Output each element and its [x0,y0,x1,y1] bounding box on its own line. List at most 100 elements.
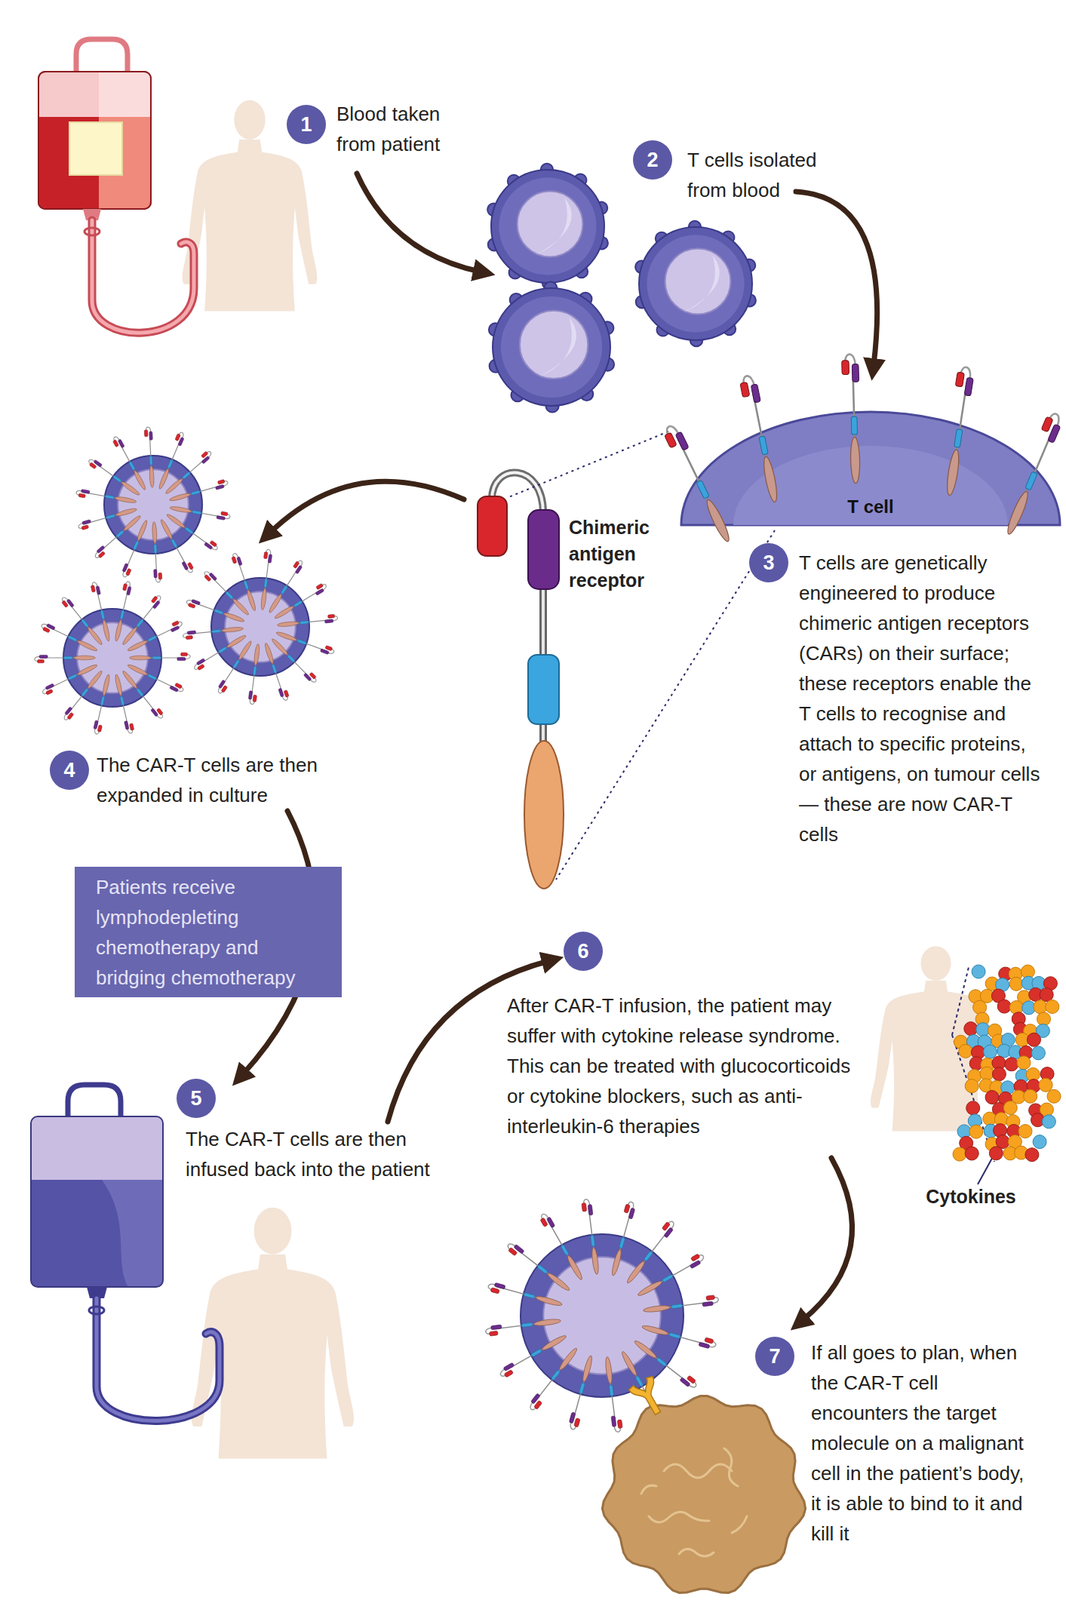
receptor-domain [522,1322,533,1328]
car-t-cell [182,549,338,705]
receptor-domain [80,489,90,495]
receptor-domain [617,1419,623,1429]
car-receptor [126,660,185,695]
receptor-domain [706,1295,716,1301]
car-receptor [182,626,244,640]
cytokine [1025,1148,1039,1162]
step-text: If all goes to plan, when the CAR-T cell… [811,1337,1038,1549]
cytokine [989,1146,1003,1161]
bag-label [69,122,123,176]
car-domain [524,740,564,889]
car-receptor [89,581,111,643]
car-receptor [168,479,229,504]
receptor-domain [533,1317,562,1327]
receptor-domain [129,461,136,471]
receptor-domain [126,586,132,596]
tube-clamp [89,1306,105,1315]
receptor-domain [37,659,45,663]
t-cell [487,163,609,289]
cytokine [973,1000,987,1014]
cell-label: T cell [680,495,1061,519]
receptor-domain [267,592,283,614]
cell-membrane [63,608,162,707]
cytokine [952,1147,967,1162]
receptor-domain [662,1274,673,1283]
receptor-domain [236,556,243,566]
receptor-domain [191,490,201,495]
car-receptor [487,1281,564,1311]
cytokine [1032,1135,1047,1149]
receptor-domain [560,1244,569,1256]
tumour-texture [678,1548,714,1557]
car-t-cell [34,580,191,735]
receptor-domain [280,585,288,594]
receptor-domain [1041,416,1054,433]
cells [34,163,756,1433]
receptor-domain [534,1400,543,1410]
receptor-domain [686,1375,696,1384]
car-receptor [61,669,106,722]
bag-tube [96,1298,220,1422]
receptor-domain [67,673,77,680]
car-receptor [257,549,273,611]
cytokine [969,1124,984,1139]
cell-cytoplasm [500,296,603,398]
receptor-domain [264,578,268,588]
car-receptor [86,457,141,499]
receptor-domain [327,614,335,618]
car-receptor [77,506,139,532]
receptor-domain [120,480,142,497]
receptor-domain [661,1222,670,1232]
receptor-domain [278,688,284,698]
patient-silhouette [870,946,1002,1131]
car-receptor [192,633,249,673]
receptor-domain [159,519,174,541]
receptor-domain [147,635,157,643]
car-receptor [635,1252,707,1299]
receptor-domain [664,432,678,449]
receptor-domain [81,525,90,531]
receptor-domain [104,494,114,499]
car-receptor [215,639,255,695]
step-text: T cells isolated from blood [687,144,858,206]
receptor-domain [209,540,218,547]
silhouette-head [920,946,951,981]
receptor-domain [964,377,974,397]
receptor-domain [78,493,86,498]
receptor-domain [608,1385,614,1396]
car-receptor [162,449,213,496]
car-receptor [567,1354,597,1432]
receptor-domain [132,470,148,492]
receptor-domain [581,1203,587,1213]
t-cell [635,221,756,347]
receptor-domain [196,663,205,670]
receptor-domain [611,1416,617,1428]
receptor-domain [656,1357,667,1367]
receptor-domain [170,626,180,633]
car-receptor [119,593,163,646]
receptor-linker [664,423,679,439]
receptor-domain [523,1292,535,1299]
receptor-domain [119,696,125,706]
step-text: After CAR-T infusion, the patient may su… [506,990,873,1142]
car-receptor [75,488,137,507]
car-receptor [606,1201,636,1278]
receptor-domain [169,505,192,514]
receptor-domain [491,1324,503,1331]
receptor-domain [114,495,137,504]
cytokine [1031,1046,1045,1060]
cytokine [966,1101,980,1116]
car-receptor [276,614,338,628]
car-receptor [41,663,100,697]
bag-outline [30,1116,163,1288]
tumour-texture [648,1511,710,1523]
cell-membrane [104,455,203,554]
silhouette-head [233,100,265,140]
callout-number: 4 [49,750,90,790]
receptor-domain [116,530,125,538]
cytokine [1023,1089,1038,1103]
receptor-domain [704,1337,714,1344]
receptor-linker [960,366,972,380]
receptor-domain [537,1264,548,1274]
car-receptor [527,1346,582,1413]
